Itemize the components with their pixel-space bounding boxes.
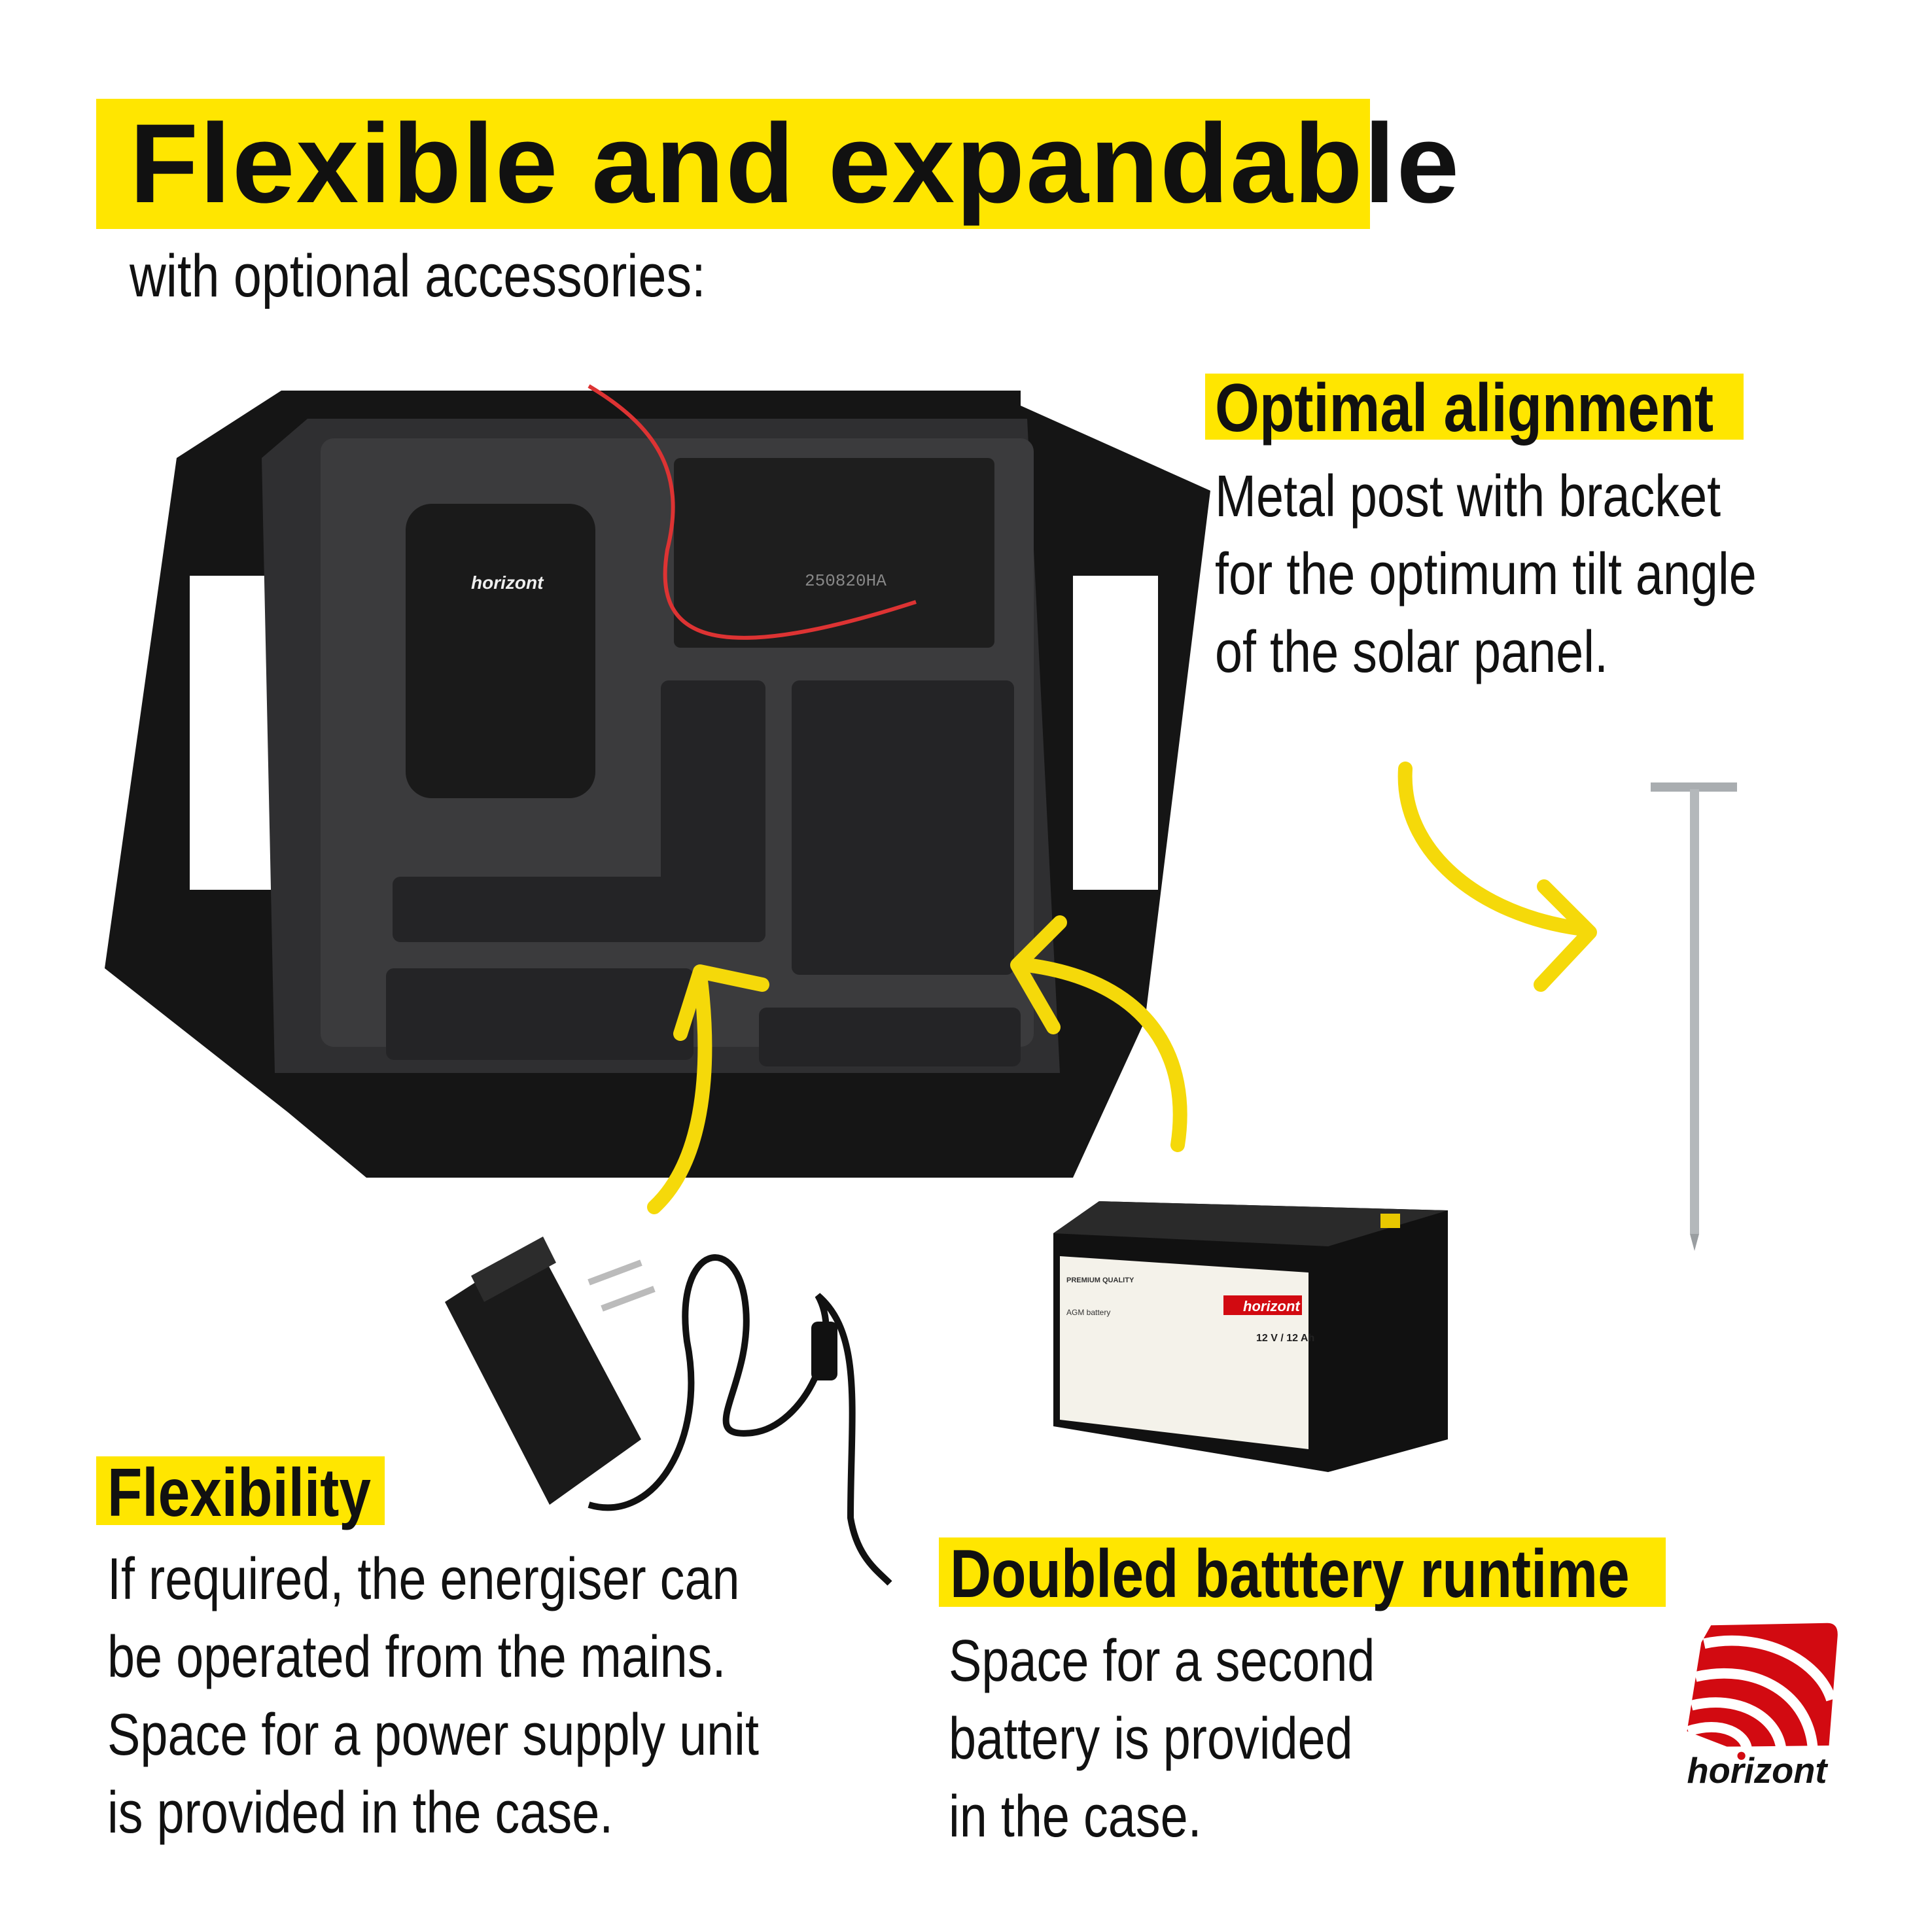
- page-title: Flexible and expandable: [130, 101, 1461, 226]
- energiser-brand: horizont: [471, 572, 544, 593]
- battery-runtime-highlight: [939, 1537, 1666, 1607]
- horizont-logo-icon: horizont: [1676, 1623, 1859, 1793]
- battery-type: AGM battery: [1066, 1308, 1110, 1317]
- battery-brand: horizont: [1243, 1298, 1301, 1314]
- battery-rating: 12 V / 12 Ah: [1256, 1333, 1314, 1344]
- flexibility-heading: Flexibility: [107, 1455, 371, 1531]
- optimal-alignment-heading: Optimal alignment: [1215, 370, 1714, 446]
- optimal-alignment-text: Metal post with bracket for the optimum …: [1215, 464, 1757, 685]
- battery-runtime-heading: Doubled batttery runtime: [950, 1536, 1630, 1612]
- logo-text: horizont: [1687, 1751, 1829, 1791]
- title-highlight: [96, 99, 1370, 229]
- case-battery-code: 250820HA: [805, 571, 887, 591]
- flexibility-highlight: [96, 1456, 385, 1525]
- battery-quality: PREMIUM QUALITY: [1066, 1276, 1134, 1284]
- page-subtitle: with optional accessories:: [130, 243, 706, 309]
- flexibility-text: If required, the energiser can be operat…: [107, 1547, 759, 1846]
- optimal-alignment-highlight: [1205, 374, 1744, 440]
- battery-runtime-text: Space for a second battery is provided i…: [949, 1628, 1375, 1850]
